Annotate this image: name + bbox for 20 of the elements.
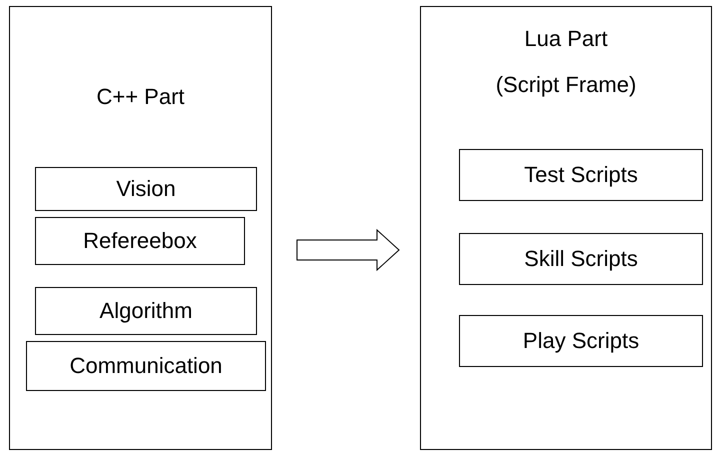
group-title: Lua Part: [524, 25, 608, 52]
component-box: [459, 149, 703, 201]
group-box: [9, 6, 272, 450]
component-label: Skill Scripts: [524, 245, 638, 273]
block-arrow: [296, 228, 400, 272]
component-box: [459, 233, 703, 285]
component-box: [35, 217, 245, 265]
component-box: [35, 167, 257, 211]
component-box: [26, 341, 266, 391]
component-label: Algorithm: [100, 297, 192, 325]
component-label: Refereebox: [83, 227, 197, 255]
component-label: Test Scripts: [524, 161, 638, 189]
component-label: Vision: [116, 175, 176, 203]
component-label: Communication: [70, 352, 222, 380]
group-box: [420, 6, 712, 450]
component-label: Play Scripts: [522, 327, 640, 355]
group-title: (Script Frame): [496, 70, 636, 98]
group-title: C++ Part: [96, 83, 185, 110]
component-box: [35, 287, 257, 335]
component-box: [459, 315, 703, 367]
